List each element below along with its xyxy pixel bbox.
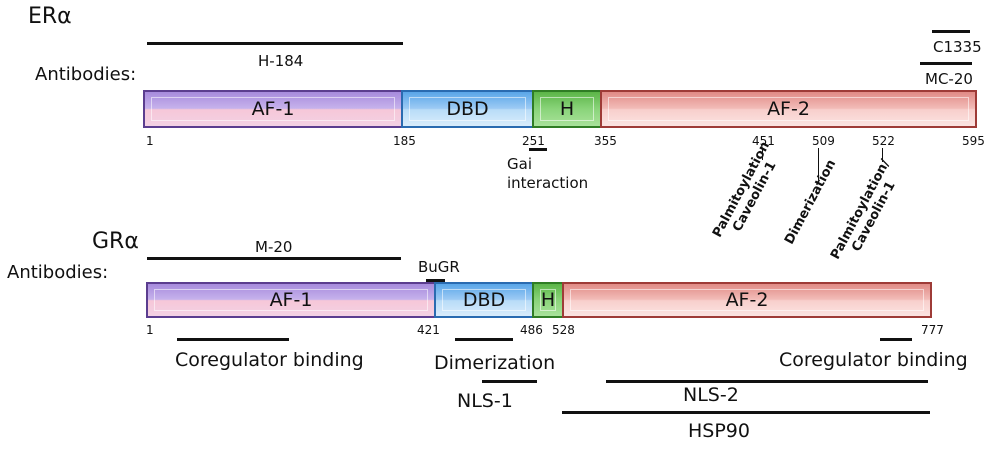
gr-nls2-line <box>606 380 928 383</box>
er-tick-451: 451 <box>752 134 775 148</box>
er-site2-label: Dimerization <box>782 157 839 247</box>
er-h-domain: H <box>532 90 602 128</box>
er-site1-label: Palmitoylation Caveolin-1 <box>710 139 786 247</box>
er-tick-1: 1 <box>146 134 154 148</box>
er-tick-595: 595 <box>962 134 985 148</box>
gr-h-domain: H <box>532 282 564 318</box>
er-h-label: H <box>559 98 575 120</box>
er-mc20-line <box>920 62 972 65</box>
gr-dimerization-label: Dimerization <box>434 352 556 374</box>
gr-af2-label: AF-2 <box>725 289 769 311</box>
gr-nls1-line <box>482 380 537 383</box>
er-451-marker <box>762 148 763 160</box>
gr-tick-421: 421 <box>417 323 440 337</box>
gr-tick-777: 777 <box>921 323 944 337</box>
er-mc20-label: MC-20 <box>925 70 973 88</box>
er-tick-185: 185 <box>393 134 416 148</box>
er-dbd-label: DBD <box>446 98 489 120</box>
er-gai-line <box>529 148 547 151</box>
er-gai-label-2: interaction <box>507 174 589 192</box>
er-tick-522: 522 <box>872 134 895 148</box>
gr-dimerization-line <box>455 338 513 341</box>
er-h184-label: H-184 <box>258 52 304 70</box>
gr-h-label: H <box>540 289 556 311</box>
gr-coreg-right-label: Coregulator binding <box>779 349 968 371</box>
gr-dbd-label: DBD <box>462 289 506 311</box>
gr-nls2-label: NLS-2 <box>683 384 739 406</box>
gr-m20-label: M-20 <box>255 238 293 256</box>
gr-hsp90-line <box>562 411 930 414</box>
er-af1-domain: AF-1 <box>143 90 403 128</box>
gr-coreg-right-line <box>880 338 912 341</box>
gr-m20-line <box>147 257 401 260</box>
gr-bugr-label: BuGR <box>418 258 460 276</box>
gr-af1-domain: AF-1 <box>146 282 436 318</box>
er-dbd-domain: DBD <box>401 90 534 128</box>
gr-antibodies-label: Antibodies: <box>7 262 109 283</box>
er-c1335-label: C1335 <box>933 38 982 56</box>
er-gai-label-1: Gai <box>507 155 532 173</box>
er-h184-line <box>147 42 403 45</box>
er-c1335-line <box>932 30 970 33</box>
gr-bugr-line <box>426 279 445 282</box>
gr-hsp90-label: HSP90 <box>688 420 750 442</box>
er-522-marker <box>882 148 883 162</box>
gr-dbd-domain: DBD <box>434 282 534 318</box>
gr-coreg-left-line <box>177 338 289 341</box>
gr-tick-486: 486 <box>520 323 543 337</box>
gr-af1-label: AF-1 <box>269 289 313 311</box>
gr-af2-domain: AF-2 <box>562 282 932 318</box>
gr-tick-1: 1 <box>146 323 154 337</box>
gr-coreg-left-label: Coregulator binding <box>175 349 364 371</box>
er-antibodies-label: Antibodies: <box>35 64 137 85</box>
er-af2-label: AF-2 <box>767 98 810 120</box>
gr-title: GRα <box>92 229 139 254</box>
er-tick-509: 509 <box>812 134 835 148</box>
er-title: ERα <box>28 4 72 29</box>
er-site3-label: Palmitoylation/ Caveolin-1 <box>828 157 907 269</box>
er-509-marker <box>818 148 819 180</box>
er-tick-251: 251 <box>522 134 545 148</box>
gr-nls1-label: NLS-1 <box>457 390 513 412</box>
er-af1-label: AF-1 <box>251 98 295 120</box>
er-site2-text: Dimerization <box>782 157 840 248</box>
gr-tick-528: 528 <box>552 323 575 337</box>
er-af2-domain: AF-2 <box>600 90 977 128</box>
er-tick-355: 355 <box>594 134 617 148</box>
